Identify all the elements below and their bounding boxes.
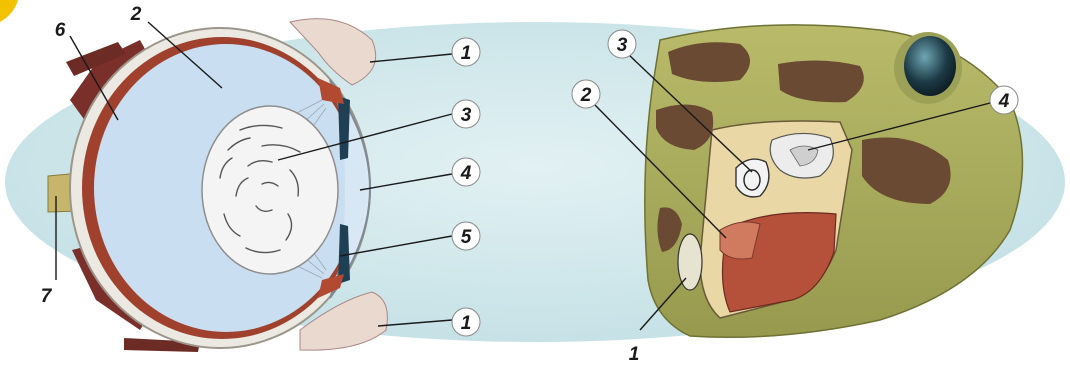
svg-text:1: 1	[461, 313, 472, 334]
eye-label-4: 4	[452, 158, 480, 186]
frog-eyeball	[904, 36, 956, 96]
svg-text:3: 3	[617, 35, 628, 56]
svg-text:1: 1	[629, 344, 640, 365]
svg-text:4: 4	[998, 91, 1010, 112]
frog-label-1: 1	[629, 344, 640, 365]
svg-text:2: 2	[580, 85, 592, 106]
lens	[202, 106, 338, 274]
frog-ear-section	[645, 25, 1023, 337]
eye-label-1-top: 1	[452, 38, 480, 66]
iris-upper	[338, 96, 350, 160]
svg-text:1: 1	[461, 43, 472, 64]
eye-label-1-bottom: 1	[452, 308, 480, 336]
frog-label-2: 2	[572, 80, 600, 108]
svg-text:6: 6	[55, 20, 66, 41]
eye-label-7: 7	[41, 286, 53, 307]
corner-marker	[0, 0, 18, 22]
eye-label-5: 5	[452, 222, 480, 250]
tympanic-membrane	[678, 234, 702, 290]
frog-label-4: 4	[990, 86, 1018, 114]
svg-text:4: 4	[460, 163, 472, 184]
svg-text:2: 2	[130, 4, 142, 25]
svg-text:3: 3	[461, 105, 472, 126]
svg-text:5: 5	[461, 227, 472, 248]
middle-ear-ossicle	[736, 159, 769, 197]
eye-label-3: 3	[452, 100, 480, 128]
frog-label-3: 3	[608, 30, 636, 58]
svg-text:7: 7	[41, 286, 53, 307]
eye-label-2: 2	[130, 4, 142, 25]
eye-label-6: 6	[55, 20, 66, 41]
